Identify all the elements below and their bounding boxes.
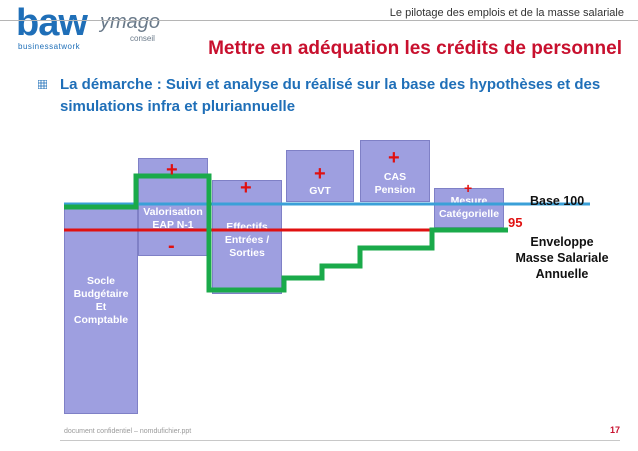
baw-logo-tagline: businessatwork [18,42,81,51]
baw-logo: baw [16,2,88,44]
box-socle: Socle Budgétaire Et Comptable [64,206,138,414]
footer-confidential: document confidentiel – nomdufichier.ppt [64,428,192,435]
box-cas-label: CAS Pension [374,171,416,196]
intro-text: La démarche : Suivi et analyse du réalis… [60,76,601,115]
box-mesure: Mesure Catégorielle [434,188,504,228]
gvt-plus-sign: + [314,163,326,185]
trajectory-line [64,173,508,293]
base-100-label: Base 100 [530,194,585,208]
header-divider [0,20,638,21]
footer-divider [60,440,620,441]
valorisation-minus-sign: - [168,235,175,257]
envelope-label: Enveloppe Masse Salariale Annuelle [515,235,609,281]
box-cas: CAS Pension [360,140,430,202]
grid-bullet-icon [38,80,47,89]
box-effectifs: Effectifs Entrées / Sorties [212,180,282,294]
slide-title: Mettre en adéquation les crédits de pers… [208,38,622,59]
ymago-logo: ymago [100,11,161,33]
valorisation-plus-sign: + [166,159,178,181]
header-title: Le pilotage des emplois et de la masse s… [389,7,624,19]
ymago-logo-tagline: conseil [130,34,155,43]
box-valorisation-label: Valorisation EAP N-1 [143,206,203,231]
cas-plus-sign: + [388,147,400,169]
box-gvt: GVT [286,150,354,202]
value-95-label: 95 [508,215,523,230]
mesure-plus-sign: + [464,180,473,196]
page-number: 17 [609,425,620,435]
box-gvt-label: GVT [309,185,331,197]
box-socle-label: Socle Budgétaire Et Comptable [73,275,129,326]
effectifs-plus-sign: + [240,177,252,199]
